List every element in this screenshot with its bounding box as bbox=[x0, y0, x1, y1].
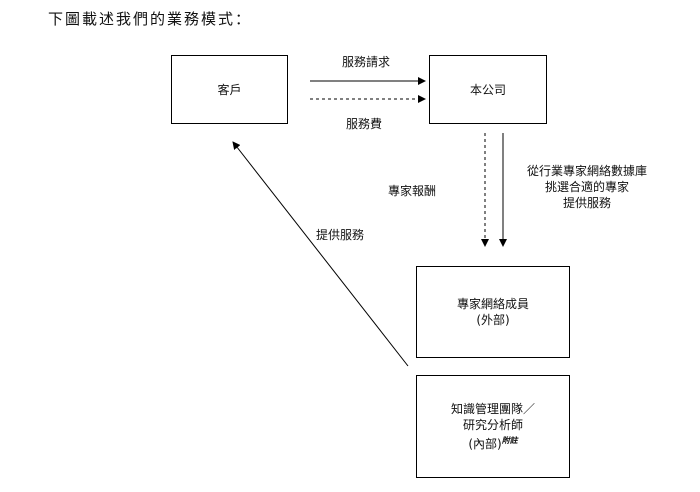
expert-members-sublabel: (外部) bbox=[476, 313, 510, 327]
expert-fee-label: 專家報酬 bbox=[388, 184, 437, 198]
intro-text: 下圖載述我們的業務模式： bbox=[48, 10, 253, 28]
expert-members-label: 專家網絡成員 bbox=[456, 297, 529, 311]
knowledge-team-sublabel: 研究分析師 bbox=[462, 418, 523, 432]
select-experts-line-3: 提供服務 bbox=[562, 196, 611, 210]
knowledge-team-internal-label: (內部) bbox=[468, 437, 502, 451]
service-fee-label: 服務費 bbox=[346, 117, 383, 131]
knowledge-team-box: 知識管理團隊／ 研究分析師 (內部)附註 bbox=[416, 375, 570, 478]
client-label: 客戶 bbox=[217, 82, 242, 97]
provide-service-label: 提供服務 bbox=[316, 228, 365, 242]
knowledge-team-label: 知識管理團隊／ bbox=[450, 402, 535, 416]
service-request-label: 服務請求 bbox=[342, 55, 391, 69]
select-experts-line-1: 從行業專家網絡數據庫 bbox=[526, 164, 647, 178]
client-box: 客戶 bbox=[171, 55, 288, 124]
company-label: 本公司 bbox=[469, 82, 506, 97]
footnote-marker: 附註 bbox=[501, 436, 518, 445]
select-experts-label: 從行業專家網絡數據庫 挑選合適的專家 提供服務 bbox=[525, 163, 649, 211]
provide-service-arrow bbox=[232, 141, 409, 367]
select-experts-line-2: 挑選合適的專家 bbox=[544, 180, 629, 194]
company-box: 本公司 bbox=[429, 55, 547, 124]
knowledge-team-internal: (內部)附註 bbox=[468, 433, 517, 452]
expert-members-box: 專家網絡成員 (外部) bbox=[416, 266, 570, 358]
